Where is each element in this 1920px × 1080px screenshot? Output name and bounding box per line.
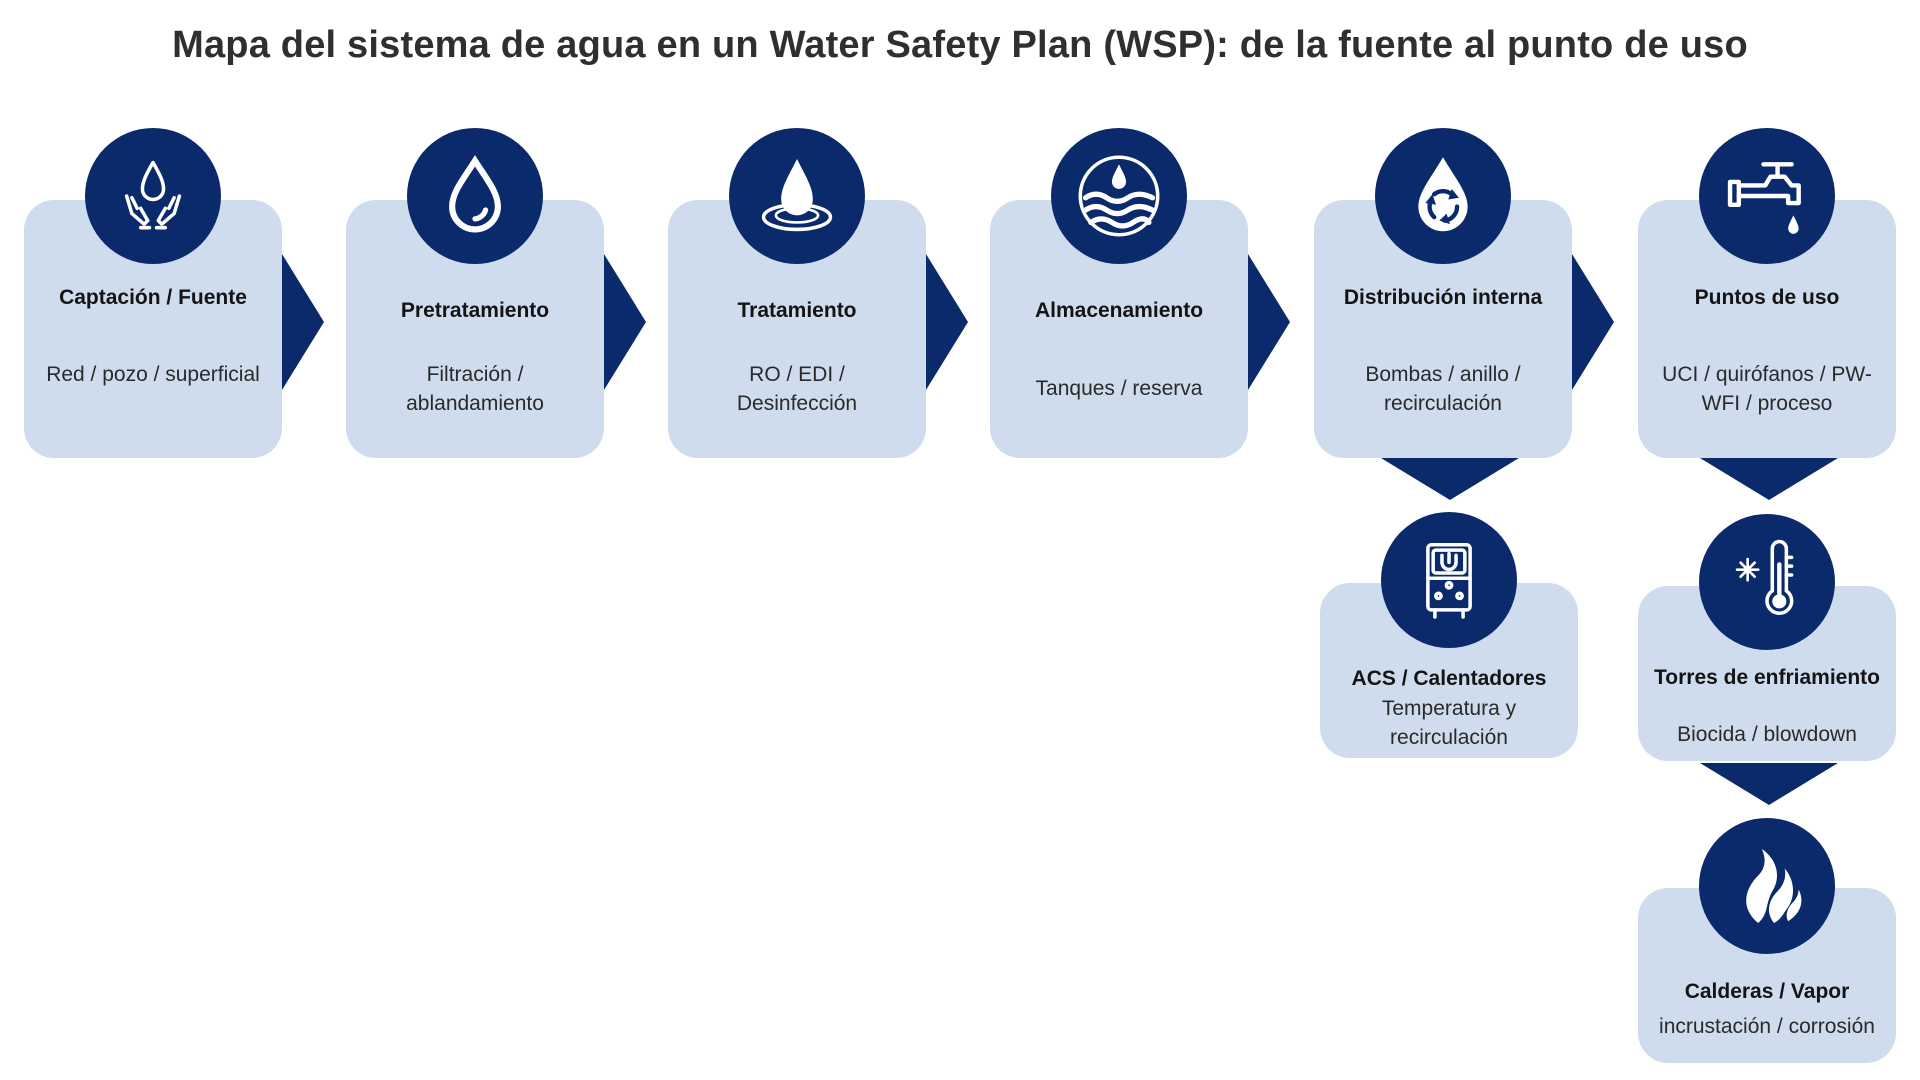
water-waves-icon [1051,128,1187,264]
branch-desc: incrustación / corrosión [1659,1015,1875,1038]
flow-arrow-right [282,254,324,390]
flow-arrow-down [1700,763,1838,805]
step-desc: UCI / quirófanos / PW-WFI / proceso [1662,363,1872,415]
branch-title: Torres de enfriamiento [1654,666,1880,689]
drop-recycle-icon [1375,128,1511,264]
step-title: Captación / Fuente [59,286,247,309]
flow-arrow-down [1381,458,1519,500]
branch-desc: Biocida / blowdown [1677,723,1857,746]
drop-ripple-icon [729,128,865,264]
flow-arrow-right [1248,254,1290,390]
branch-title: ACS / Calentadores [1351,667,1547,690]
step-title: Almacenamiento [1034,299,1204,322]
step-desc: Bombas / anillo / recirculación [1365,363,1521,415]
flow-arrow-right [604,254,646,390]
step-title: Tratamiento [737,299,857,322]
hands-water-drop-icon [85,128,221,264]
step-desc: Red / pozo / superficial [46,363,260,386]
step-desc: Tanques / reserva [1035,377,1203,400]
thermometer-snowflake-icon [1699,514,1835,650]
flame-icon [1699,818,1835,954]
flow-arrow-right [1572,254,1614,390]
water-heater-icon [1381,512,1517,648]
flow-arrow-right [926,254,968,390]
flow-arrow-down [1700,458,1838,500]
step-desc: RO / EDI / Desinfección [736,363,858,415]
step-title: Pretratamiento [400,299,550,322]
branch-title: Calderas / Vapor [1684,980,1850,1003]
water-drop-icon [407,128,543,264]
step-title: Distribución interna [1343,286,1543,309]
step-title: Puntos de uso [1694,286,1840,309]
branch-desc: Temperatura y recirculación [1381,697,1517,749]
step-desc: Filtración / ablandamiento [406,363,544,415]
faucet-icon [1699,128,1835,264]
diagram-title: Mapa del sistema de agua en un Water Saf… [172,24,1748,66]
